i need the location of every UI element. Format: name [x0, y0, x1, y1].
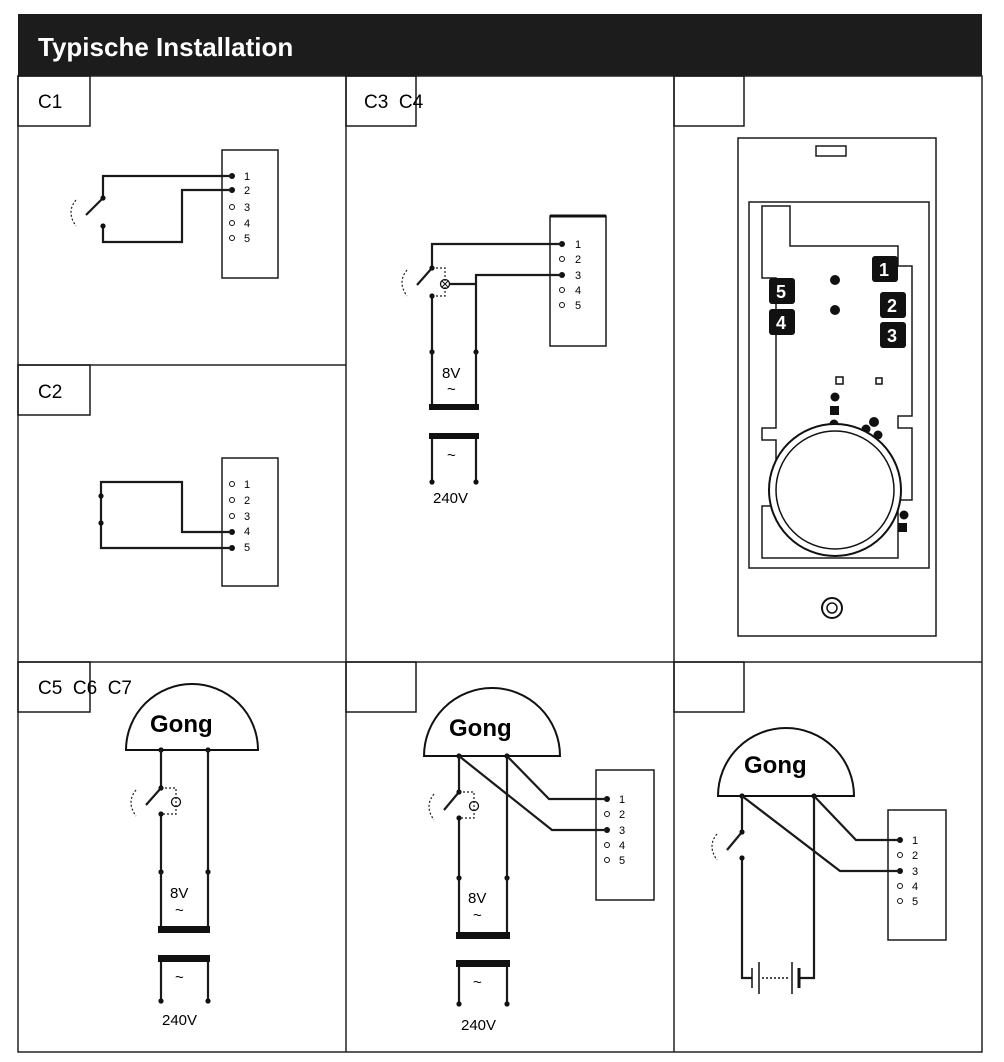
push-button-with-light-icon	[401, 265, 451, 299]
svg-text:~: ~	[175, 969, 184, 986]
label-c2: C2	[38, 382, 62, 403]
buzzer-disc-inner	[775, 430, 895, 550]
svg-text:2: 2	[575, 254, 581, 266]
svg-text:Gong: Gong	[744, 752, 807, 779]
gong-icon	[124, 683, 260, 751]
svg-text:2: 2	[619, 809, 625, 821]
transformer-icon: 8V ~ ~ 240V	[429, 349, 479, 507]
svg-text:5: 5	[575, 300, 581, 312]
svg-text:8V: 8V	[468, 890, 486, 907]
svg-text:2: 2	[244, 185, 250, 197]
terminal-number-badges: 1 2 3 4 5	[769, 256, 906, 348]
diagram-gong-battery: Gong 1 2 3 4 5	[711, 727, 947, 994]
svg-text:4: 4	[912, 881, 918, 893]
svg-text:5: 5	[244, 542, 250, 554]
header-title: Typische Installation	[38, 32, 293, 62]
diagram-gong-transformer: Gong 1 2 3 4 5 8V ~	[422, 687, 655, 1034]
panel-grid	[17, 75, 983, 1053]
svg-text:1: 1	[575, 239, 581, 251]
svg-text:4: 4	[244, 526, 250, 538]
svg-text:4: 4	[776, 313, 786, 333]
svg-text:240V: 240V	[162, 1012, 197, 1029]
svg-text:5: 5	[776, 282, 786, 302]
device-back-view: 1 2 3 4 5	[737, 137, 937, 637]
push-button-with-light-icon	[130, 785, 182, 817]
panel-labels: C1 C2 C3 C4 C5 C6 C7	[17, 75, 745, 713]
terminal-labels-gong-transformer: 1 2 3 4 5	[619, 794, 625, 867]
push-button-icon	[70, 195, 106, 229]
push-button-icon	[711, 829, 745, 861]
svg-text:1: 1	[244, 479, 250, 491]
diagram-c1: 1 2 3 4 5	[70, 149, 279, 279]
svg-text:2: 2	[912, 850, 918, 862]
svg-text:5: 5	[912, 896, 918, 908]
label-c3-c4: C3 C4	[364, 92, 424, 113]
svg-text:1: 1	[879, 260, 889, 280]
svg-text:3: 3	[575, 270, 581, 282]
svg-text:2: 2	[244, 495, 250, 507]
svg-text:4: 4	[575, 285, 581, 297]
gong-icon	[422, 687, 562, 757]
svg-text:~: ~	[473, 974, 482, 991]
svg-text:4: 4	[244, 218, 250, 230]
svg-text:~: ~	[473, 907, 482, 924]
gong-icon	[716, 727, 856, 797]
svg-text:5: 5	[244, 233, 250, 245]
diagram-c5-c6-c7: Gong 8V ~ ~ 240V	[124, 683, 260, 1029]
svg-text:3: 3	[619, 825, 625, 837]
svg-text:4: 4	[619, 840, 625, 852]
svg-text:3: 3	[244, 202, 250, 214]
svg-text:~: ~	[447, 447, 456, 464]
svg-text:3: 3	[887, 326, 897, 346]
label-c1: C1	[38, 92, 62, 113]
svg-text:240V: 240V	[461, 1017, 496, 1034]
svg-text:8V: 8V	[170, 885, 188, 902]
svg-text:1: 1	[912, 835, 918, 847]
svg-text:5: 5	[619, 855, 625, 867]
diagram-c2: 1 2 3 4 5	[98, 457, 279, 587]
svg-text:Gong: Gong	[449, 715, 512, 742]
voltage-low: 8V	[442, 365, 460, 382]
terminal-labels-c2: 1 2 3 4 5	[244, 479, 250, 554]
svg-text:2: 2	[887, 296, 897, 316]
svg-text:~: ~	[175, 902, 184, 919]
battery-icon	[751, 962, 801, 994]
svg-text:Gong: Gong	[150, 711, 213, 738]
terminal-labels-c3: 1 2 3 4 5	[575, 239, 581, 312]
label-c5-c6-c7: C5 C6 C7	[38, 678, 132, 699]
svg-text:1: 1	[619, 794, 625, 806]
diagram-c3-c4: 1 2 3 4 5 8V ~	[401, 214, 607, 507]
terminal-labels-gong-battery: 1 2 3 4 5	[912, 835, 918, 908]
push-button-with-light-icon	[428, 789, 480, 821]
terminal-labels-c1: 1 2 3 4 5	[244, 171, 250, 245]
header-bar	[18, 14, 982, 76]
svg-text:3: 3	[912, 866, 918, 878]
svg-text:~: ~	[447, 381, 456, 398]
svg-text:1: 1	[244, 171, 250, 183]
voltage-high: 240V	[433, 490, 468, 507]
svg-text:3: 3	[244, 511, 250, 523]
